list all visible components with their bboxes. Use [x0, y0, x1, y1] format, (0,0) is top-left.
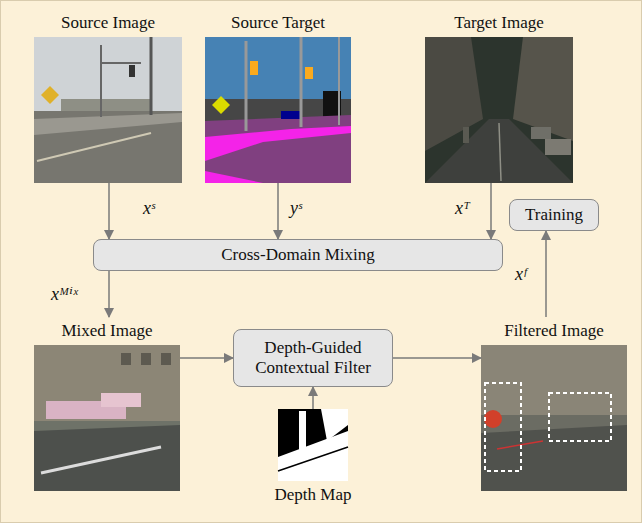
pole-class	[300, 37, 303, 127]
near-region	[299, 411, 306, 451]
building	[513, 37, 573, 141]
arrow-connector	[312, 387, 314, 409]
filtered-photo	[481, 345, 627, 491]
arrow-connector	[490, 183, 492, 239]
image-caption: Depth Map	[268, 481, 358, 509]
edge-label: xᶠ	[513, 263, 528, 285]
edge-line	[278, 447, 348, 471]
road	[425, 119, 573, 183]
light-class	[250, 61, 258, 75]
image-panel: Source Image	[34, 9, 182, 183]
image-caption: Target Image	[425, 9, 573, 37]
sky-class	[205, 37, 351, 183]
dashed-region	[485, 383, 521, 471]
window	[141, 353, 151, 365]
pole-class	[338, 37, 340, 125]
arrow-connector	[545, 231, 547, 317]
ground	[481, 345, 627, 491]
road-marking	[37, 133, 151, 161]
road-sign	[41, 86, 59, 104]
image-caption: Mixed Image	[34, 317, 180, 345]
cyclist	[463, 127, 469, 143]
target-photo	[425, 37, 573, 183]
road-marking	[499, 123, 501, 181]
window	[161, 353, 171, 365]
image-caption: Source Target	[205, 9, 351, 37]
building	[34, 345, 180, 421]
image-panel: Target Image	[425, 9, 573, 183]
edge-label: xˢ	[141, 197, 157, 219]
traffic-light	[129, 65, 135, 77]
car	[531, 127, 551, 139]
near-region	[278, 431, 348, 481]
window	[121, 353, 131, 365]
sidewalk	[34, 113, 182, 135]
sidewalk-class	[205, 126, 351, 161]
process-box: Depth-Guided Contextual Filter	[233, 329, 393, 387]
process-box: Training	[509, 199, 599, 231]
road-class	[205, 115, 351, 183]
arrow-connector	[108, 183, 110, 239]
car-class	[281, 111, 301, 119]
pole-arm	[101, 62, 141, 64]
light-class	[305, 67, 313, 79]
image-panel: Mixed Image	[34, 317, 180, 491]
sky	[425, 37, 573, 183]
image-area	[481, 345, 627, 491]
image-panel: Source Target	[205, 9, 351, 183]
source-photo	[34, 37, 182, 183]
near-region	[321, 409, 348, 441]
image-panel: Filtered Image	[481, 317, 627, 491]
node-label: Training	[525, 205, 583, 225]
image-area	[425, 37, 573, 183]
pole-class	[245, 41, 248, 131]
road-marking	[41, 447, 161, 473]
image-caption: Source Image	[34, 9, 182, 37]
arrow-connector	[180, 357, 233, 359]
image-area	[268, 409, 358, 481]
image-area	[34, 37, 182, 183]
arrow-connector	[108, 271, 110, 317]
image-caption: Filtered Image	[481, 317, 627, 345]
arrow-connector	[277, 183, 279, 239]
sky	[34, 37, 182, 183]
building	[481, 345, 627, 415]
road	[34, 111, 182, 183]
car	[545, 139, 571, 155]
trees	[61, 99, 151, 113]
node-label: Depth-Guided Contextual Filter	[242, 338, 384, 378]
depth-image	[278, 409, 348, 481]
image-panel: Depth Map	[268, 409, 358, 509]
far-region	[278, 409, 348, 481]
arrow-connector	[393, 357, 481, 359]
sign	[484, 410, 502, 428]
sidewalk-class	[205, 171, 263, 183]
segmentation-map	[205, 37, 351, 183]
pole	[100, 45, 102, 117]
image-area	[205, 37, 351, 183]
road	[481, 425, 627, 491]
dashed-region	[549, 393, 611, 441]
process-box: Cross-Domain Mixing	[93, 239, 503, 271]
road	[34, 425, 180, 491]
mixed-photo	[34, 345, 180, 491]
edge-label: xᴹⁱˣ	[49, 283, 80, 305]
image-area	[34, 345, 180, 491]
pasted-object	[101, 393, 141, 407]
node-label: Cross-Domain Mixing	[221, 245, 374, 265]
edge-label: yˢ	[288, 197, 304, 219]
pole	[150, 37, 153, 115]
edge-label: xᵀ	[453, 197, 472, 219]
ground	[34, 345, 180, 491]
sign-class	[212, 96, 230, 114]
